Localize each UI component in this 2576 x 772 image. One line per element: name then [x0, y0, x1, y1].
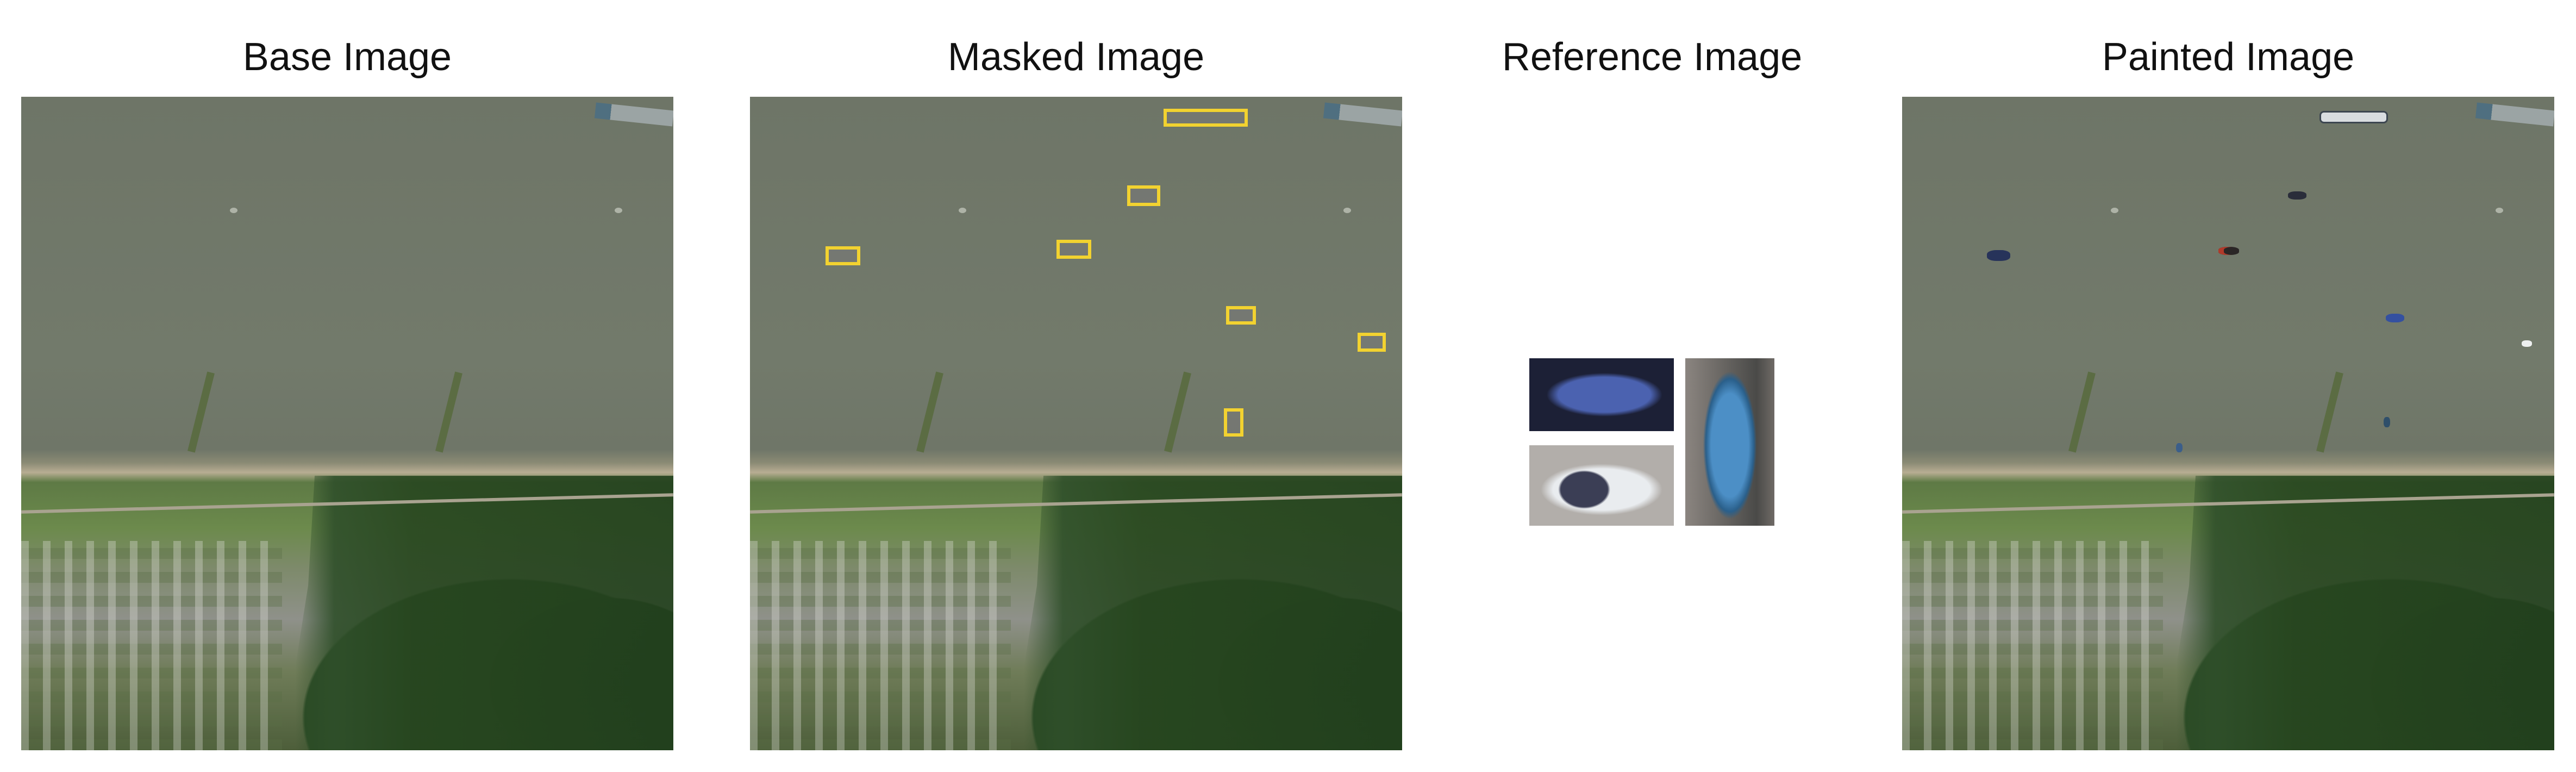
- masked-image: [750, 97, 1402, 750]
- painted-boat: [2218, 247, 2240, 255]
- base-image-title: Base Image: [242, 35, 452, 79]
- mask-box: [1056, 240, 1091, 259]
- base-image: [21, 97, 673, 750]
- reference-boat-lightblue: [1685, 358, 1774, 526]
- painted-image-title: Painted Image: [2102, 35, 2355, 79]
- masked-image-title: Masked Image: [947, 35, 1205, 79]
- painted-boat: [2386, 314, 2404, 322]
- painted-boat: [2383, 416, 2390, 428]
- painted-image: [1902, 97, 2554, 750]
- reference-boat-white: [1529, 445, 1674, 526]
- reference-image-title: Reference Image: [1502, 35, 1803, 79]
- mask-box: [1226, 306, 1256, 325]
- mask-box: [826, 246, 860, 266]
- mask-box: [1358, 332, 1386, 352]
- reference-boat-blue: [1529, 358, 1674, 431]
- painted-boat: [2319, 111, 2388, 124]
- mask-box: [1163, 108, 1248, 127]
- mask-box: [1127, 185, 1160, 206]
- mask-box: [1224, 408, 1244, 437]
- painted-boat: [1987, 250, 2011, 261]
- painted-boat: [2176, 443, 2183, 452]
- painted-boat: [2288, 191, 2306, 200]
- painted-boat: [2522, 340, 2533, 347]
